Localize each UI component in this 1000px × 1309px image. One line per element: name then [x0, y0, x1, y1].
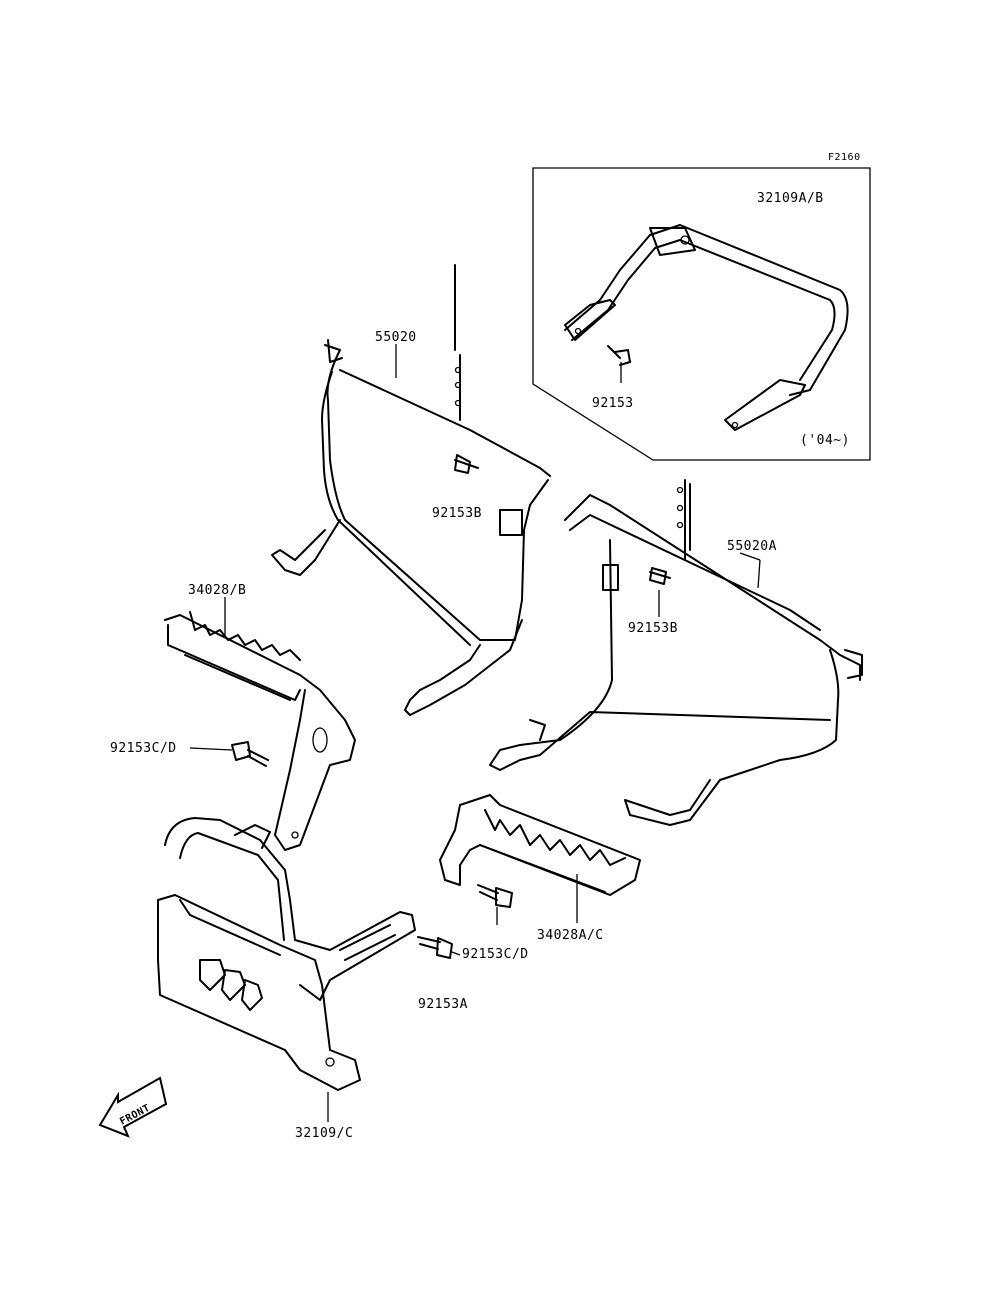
label-92153CD-right: 92153C/D — [462, 947, 529, 962]
footrest-right — [439, 794, 641, 896]
label-32109C: 32109/C — [295, 1126, 353, 1141]
side-guard-left — [271, 264, 551, 716]
label-92153CD-left: 92153C/D — [110, 741, 177, 756]
label-34028B: 34028/B — [188, 583, 246, 598]
front-guard — [157, 817, 416, 1091]
label-92153A: 92153A — [418, 997, 468, 1012]
footrest-left — [164, 611, 356, 851]
bolt-left — [231, 741, 269, 767]
inset-year-note: ('04~) — [800, 433, 850, 448]
label-92153B-right: 92153B — [628, 621, 678, 636]
bolt-front-guard — [417, 936, 453, 959]
label-92153: 92153 — [592, 396, 634, 411]
front-direction-arrow: FRONT — [98, 1076, 168, 1138]
rear-carrier-inset — [564, 224, 849, 431]
bolt-footrest-right — [477, 884, 513, 925]
label-92153B-left: 92153B — [432, 506, 482, 521]
side-guard-right — [489, 479, 863, 826]
figure-code: F2160 — [828, 152, 861, 163]
label-55020: 55020 — [375, 330, 417, 345]
label-55020A: 55020A — [727, 539, 777, 554]
label-34028AC: 34028A/C — [537, 928, 604, 943]
label-32109AB: 32109A/B — [757, 191, 824, 206]
inset-box: 32109A/B 92153 ('04~) — [532, 167, 871, 461]
